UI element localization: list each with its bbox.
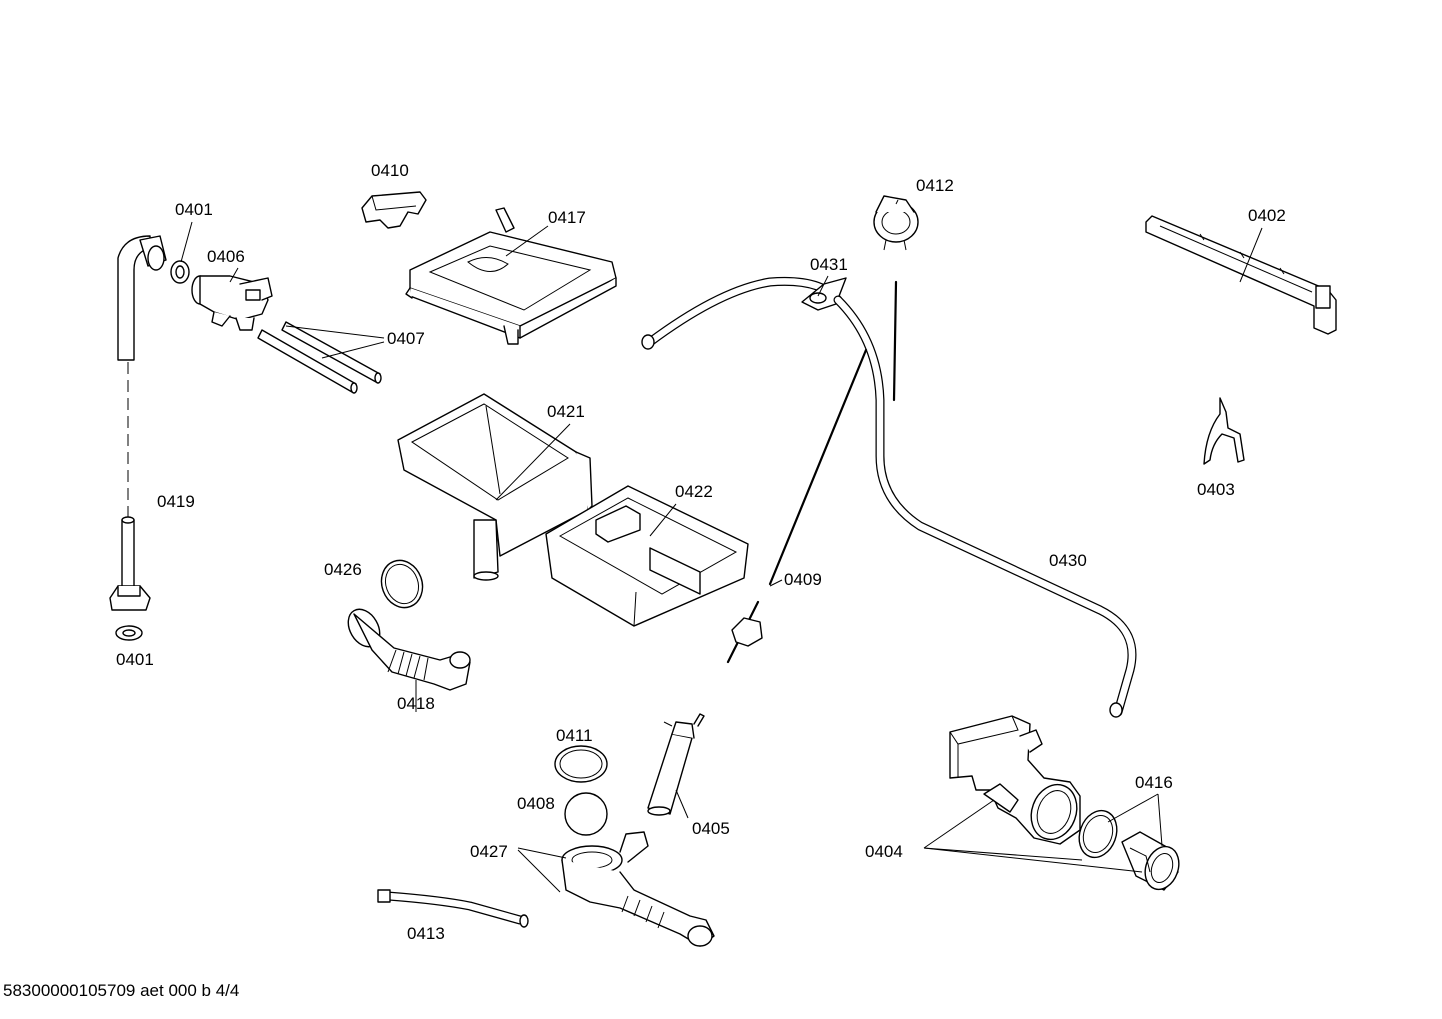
label-0401-top: 0401 <box>175 200 213 219</box>
leader-lines <box>180 199 1263 893</box>
label-0407: 0407 <box>387 329 425 348</box>
part-0419-inlet-pipe[interactable] <box>109 235 167 611</box>
part-0421-dispenser-housing[interactable] <box>397 393 593 581</box>
label-0402: 0402 <box>1248 206 1286 225</box>
part-0418-bellows-hose[interactable] <box>342 604 471 691</box>
part-0416-seal-ring[interactable] <box>1073 805 1123 862</box>
part-0408-ball[interactable] <box>564 792 608 836</box>
part-0426-seal-ring[interactable] <box>375 555 429 614</box>
part-0411-seal-ring[interactable] <box>554 745 608 783</box>
label-0417: 0417 <box>548 208 586 227</box>
part-0410-clip[interactable] <box>361 191 427 229</box>
label-0430: 0430 <box>1049 551 1087 570</box>
drawing-code: 58300000105709 aet 000 b 4/4 <box>3 981 240 1000</box>
label-0403: 0403 <box>1197 480 1235 499</box>
part-0409-tube[interactable] <box>726 348 868 664</box>
label-0406: 0406 <box>207 247 245 266</box>
label-0426: 0426 <box>324 560 362 579</box>
part-0403-hose-hook[interactable] <box>1203 397 1245 465</box>
label-0411: 0411 <box>556 726 593 745</box>
label-0427: 0427 <box>470 842 508 861</box>
part-0417-dispenser-cover[interactable] <box>405 207 617 345</box>
label-0416: 0416 <box>1135 773 1173 792</box>
part-0407-hoses[interactable] <box>257 321 382 394</box>
label-0408: 0408 <box>517 794 555 813</box>
label-0409: 0409 <box>784 570 822 589</box>
part-0430-drain-hose[interactable] <box>833 280 1137 718</box>
part-0431-bellow-hose-top[interactable] <box>641 276 847 350</box>
label-0419: 0419 <box>157 492 195 511</box>
part-0405-sensor[interactable] <box>647 713 705 816</box>
part-0406-inlet-valve[interactable] <box>191 275 273 331</box>
part-0402-bracket-rail[interactable] <box>1145 215 1337 335</box>
part-0427-sump-hose[interactable] <box>561 831 715 947</box>
label-0410: 0410 <box>371 161 409 180</box>
part-0416-filter[interactable] <box>1121 831 1185 894</box>
part-0413-small-hose[interactable] <box>377 889 529 928</box>
label-0413: 0413 <box>407 924 445 943</box>
label-0422: 0422 <box>675 482 713 501</box>
part-0412-pressure-switch[interactable] <box>873 195 919 251</box>
label-0421: 0421 <box>547 402 585 421</box>
part-0404-drain-pump[interactable] <box>949 715 1084 846</box>
label-0418: 0418 <box>397 694 435 713</box>
label-0431: 0431 <box>810 255 848 274</box>
part-0401-washer-top[interactable] <box>170 260 190 284</box>
part-0422-detergent-drawer[interactable] <box>545 485 749 627</box>
label-0405: 0405 <box>692 819 730 838</box>
part-0401-washer-bottom[interactable] <box>115 625 143 641</box>
label-0404: 0404 <box>865 842 903 861</box>
part-labels: 0401 0401 0402 0403 0404 0405 0406 0407 … <box>116 161 1286 943</box>
label-0412: 0412 <box>916 176 954 195</box>
label-0401-bottom: 0401 <box>116 650 154 669</box>
